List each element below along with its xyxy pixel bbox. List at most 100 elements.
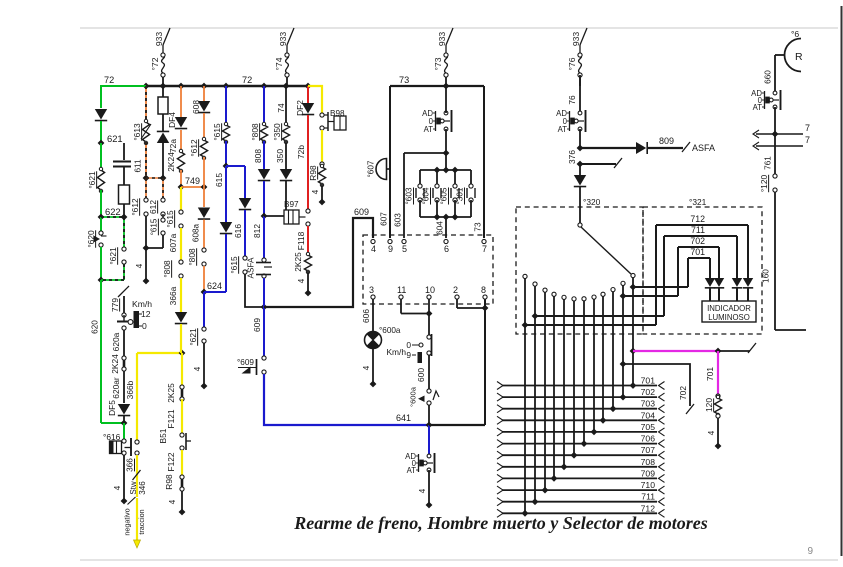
- svg-text:LUMINOSO: LUMINOSO: [708, 313, 750, 322]
- svg-text:°604: °604: [422, 187, 431, 204]
- svg-text:7: 7: [805, 135, 810, 145]
- svg-text:°600a: °600a: [379, 326, 401, 335]
- svg-text:72: 72: [104, 75, 114, 85]
- svg-text:4: 4: [361, 365, 371, 370]
- svg-text:711: 711: [691, 225, 705, 235]
- svg-text:702: 702: [641, 387, 656, 397]
- svg-text:76: 76: [567, 95, 577, 105]
- svg-text:°621: °621: [87, 171, 97, 189]
- svg-text:709: 709: [641, 468, 656, 478]
- svg-text:346: 346: [138, 481, 147, 495]
- svg-text:Stw: Stw: [129, 481, 138, 495]
- svg-text:°612: °612: [189, 139, 199, 157]
- svg-text:R98: R98: [164, 474, 174, 490]
- svg-text:608a: 608a: [192, 223, 201, 242]
- svg-text:606: 606: [361, 309, 371, 323]
- svg-text:2K25: 2K25: [166, 383, 176, 403]
- svg-text:AD: AD: [422, 109, 433, 118]
- svg-text:933: 933: [571, 32, 581, 47]
- svg-text:4: 4: [706, 430, 716, 435]
- svg-text:611: 611: [134, 159, 143, 172]
- svg-text:INDICADOR: INDICADOR: [707, 304, 751, 313]
- svg-text:°612: °612: [130, 198, 140, 216]
- svg-text:F118: F118: [296, 231, 306, 250]
- svg-text:ASFA: ASFA: [247, 257, 256, 278]
- svg-text:°607: °607: [367, 160, 376, 177]
- svg-text:°615: °615: [165, 210, 175, 228]
- svg-text:2: 2: [453, 285, 458, 295]
- svg-text:620ar: 620ar: [111, 377, 121, 399]
- svg-text:F121: F121: [166, 409, 176, 428]
- svg-text:708: 708: [641, 457, 656, 467]
- svg-text:8: 8: [481, 285, 486, 295]
- svg-text:°615: °615: [229, 256, 239, 274]
- svg-text:7: 7: [482, 244, 487, 254]
- svg-text:Rearme de freno, Hombre muerto: Rearme de freno, Hombre muerto y Selecto…: [293, 513, 707, 533]
- svg-text:R98: R98: [308, 165, 318, 181]
- svg-text:°6: °6: [791, 29, 799, 39]
- svg-text:933: 933: [154, 32, 164, 47]
- svg-text:traccion: traccion: [137, 509, 146, 534]
- svg-text:10: 10: [425, 285, 435, 295]
- svg-text:4: 4: [371, 244, 376, 254]
- svg-text:779: 779: [110, 298, 120, 312]
- svg-text:74: 74: [276, 103, 286, 113]
- svg-text:702: 702: [678, 386, 688, 400]
- svg-text:4: 4: [296, 278, 306, 283]
- svg-text:703: 703: [641, 399, 656, 409]
- svg-text:4: 4: [167, 499, 177, 504]
- svg-text:ASFA: ASFA: [692, 143, 715, 153]
- svg-text:°620: °620: [86, 230, 96, 248]
- svg-text:°603: °603: [405, 187, 414, 204]
- svg-text:73: 73: [399, 75, 409, 85]
- svg-text:R: R: [795, 51, 803, 63]
- svg-text:624: 624: [207, 281, 222, 291]
- svg-text:660: 660: [764, 70, 773, 84]
- svg-text:AT: AT: [558, 125, 568, 134]
- svg-text:°615: °615: [212, 123, 222, 141]
- svg-text:706: 706: [641, 434, 656, 444]
- svg-text:0: 0: [412, 459, 417, 468]
- svg-text:933: 933: [278, 32, 288, 47]
- svg-text:B97: B97: [284, 200, 299, 209]
- svg-text:808: 808: [253, 149, 263, 163]
- svg-text:Km/h: Km/h: [132, 299, 152, 309]
- svg-text:72b: 72b: [296, 145, 306, 159]
- svg-text:4: 4: [112, 485, 122, 490]
- svg-text:0: 0: [563, 117, 568, 126]
- svg-text:°615: °615: [150, 218, 159, 235]
- svg-text:701: 701: [690, 247, 705, 257]
- svg-text:AT: AT: [407, 466, 417, 475]
- svg-text:366b: 366b: [125, 380, 135, 399]
- svg-text:°72: °72: [150, 57, 160, 70]
- svg-text:707: 707: [641, 445, 656, 455]
- svg-text:°76: °76: [567, 57, 577, 70]
- svg-text:°808: °808: [187, 248, 197, 266]
- svg-text:°605: °605: [440, 187, 449, 204]
- svg-text:2K24: 2K24: [166, 152, 176, 172]
- svg-text:604: 604: [436, 221, 445, 235]
- svg-text:°321: °321: [689, 197, 707, 207]
- svg-text:933: 933: [437, 32, 447, 47]
- svg-text:11: 11: [397, 285, 406, 295]
- svg-text:350: 350: [275, 149, 285, 163]
- svg-text:°808: °808: [250, 123, 260, 141]
- svg-text:701: 701: [641, 376, 656, 386]
- svg-text:°621: °621: [108, 247, 118, 265]
- svg-text:AD: AD: [751, 89, 762, 98]
- svg-text:704: 704: [641, 410, 656, 420]
- svg-text:607: 607: [380, 212, 389, 226]
- svg-text:600: 600: [416, 368, 426, 382]
- svg-text:B51: B51: [158, 428, 168, 443]
- svg-text:°120: °120: [759, 174, 769, 192]
- svg-text:2K25: 2K25: [293, 252, 303, 272]
- svg-text:AT: AT: [753, 103, 763, 112]
- svg-text:DF2: DF2: [295, 100, 305, 116]
- svg-text:AD: AD: [405, 452, 416, 461]
- svg-text:°320: °320: [583, 197, 601, 207]
- svg-text:Km/h: Km/h: [386, 347, 406, 357]
- svg-text:9: 9: [388, 244, 393, 254]
- svg-text:F122: F122: [166, 452, 176, 471]
- svg-text:6: 6: [444, 244, 449, 254]
- svg-text:120: 120: [704, 398, 714, 412]
